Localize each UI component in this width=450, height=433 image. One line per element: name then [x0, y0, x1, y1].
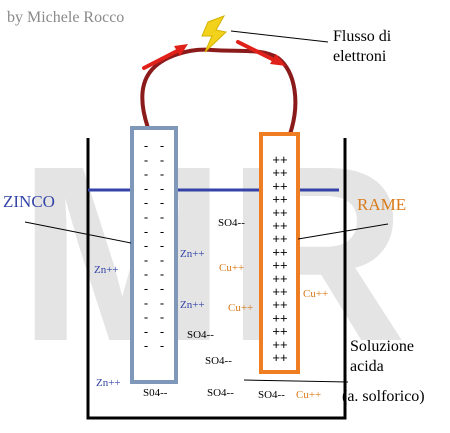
positive-charge-mark: ++	[272, 152, 287, 167]
copper-electrode	[259, 132, 300, 374]
negative-charge-mark: -	[144, 138, 148, 153]
copper-label: RAME	[357, 195, 406, 214]
sulfate-ion: SO4--	[205, 355, 232, 367]
negative-charge-mark: -	[144, 224, 148, 239]
solution-label-line2: acida	[350, 358, 384, 375]
negative-charge-mark: -	[144, 295, 148, 310]
positive-charge-mark: ++	[272, 337, 287, 352]
negative-charge-mark: -	[160, 195, 164, 210]
sulfate-ion: SO4--	[218, 217, 245, 229]
positive-charge-mark: ++	[272, 165, 287, 180]
solution-label-line1: Soluzione	[350, 338, 414, 355]
connecting-wire	[140, 47, 298, 136]
zn-ion: Zn++	[94, 264, 119, 276]
negative-charge-mark: -	[160, 252, 164, 267]
cu-ion: Cu++	[219, 262, 244, 274]
cu-ion: Cu++	[296, 389, 321, 401]
light-bulb-icon	[201, 15, 228, 53]
positive-charge-mark: ++	[272, 258, 287, 273]
positive-charge-mark: ++	[272, 297, 287, 312]
positive-charge-mark: ++	[272, 244, 287, 259]
negative-charge-mark: -	[160, 338, 164, 353]
negative-charge-mark: -	[144, 210, 148, 225]
negative-charge-mark: -	[160, 181, 164, 196]
negative-charge-mark: -	[144, 195, 148, 210]
negative-charge-mark: -	[144, 181, 148, 196]
cu-ion: Cu++	[303, 288, 328, 300]
cu-ion: Cu++	[228, 302, 253, 314]
solution-leader-line	[243, 379, 349, 383]
negative-charge-mark: -	[144, 281, 148, 296]
zinc-leader-line	[24, 221, 132, 244]
copper-leader-line	[297, 223, 389, 240]
negative-charge-mark: -	[160, 224, 164, 239]
zn-ion: Zn++	[180, 299, 205, 311]
negative-charge-mark: -	[160, 210, 164, 225]
electron-flow-label-line1: Flusso di	[333, 28, 392, 45]
electron-flow-label-line2: elettroni	[333, 48, 387, 65]
electron-flow-leader-line	[230, 30, 329, 43]
sulfate-ion: SO4--	[187, 329, 214, 341]
positive-charge-mark: ++	[272, 205, 287, 220]
positive-charge-mark: ++	[272, 324, 287, 339]
negative-charge-mark: -	[160, 238, 164, 253]
solution-label-line3: (a. solforico)	[342, 388, 425, 405]
negative-charge-mark: -	[144, 338, 148, 353]
zn-ion: Zn++	[180, 248, 205, 260]
negative-charge-mark: -	[160, 295, 164, 310]
watermark: MR	[18, 114, 407, 393]
positive-charge-mark: ++	[272, 178, 287, 193]
negative-charge-mark: -	[144, 252, 148, 267]
negative-charge-mark: -	[144, 238, 148, 253]
negative-charge-mark: -	[144, 310, 148, 325]
positive-charge-mark: ++	[272, 218, 287, 233]
negative-charge-mark: -	[160, 138, 164, 153]
negative-charge-mark: -	[160, 267, 164, 282]
negative-charge-mark: -	[144, 152, 148, 167]
zinc-negative-charges: ------------------------------	[144, 138, 164, 353]
positive-charge-mark: ++	[272, 310, 287, 325]
credit-text: by Michele Rocco	[7, 9, 124, 26]
positive-charge-mark: ++	[272, 284, 287, 299]
negative-charge-mark: -	[160, 281, 164, 296]
copper-positive-charges: ++++++++++++++++++++++++++++++++	[272, 152, 287, 365]
positive-charge-mark: ++	[272, 192, 287, 207]
beaker	[86, 138, 347, 420]
zinc-electrode	[130, 126, 178, 384]
negative-charge-mark: -	[160, 152, 164, 167]
positive-charge-mark: ++	[272, 350, 287, 365]
zinc-label: ZINCO	[3, 192, 55, 211]
electron-arrow-right-icon	[236, 40, 286, 66]
negative-charge-mark: -	[160, 310, 164, 325]
zn-ion: Zn++	[96, 377, 121, 389]
positive-charge-mark: ++	[272, 271, 287, 286]
negative-charge-mark: -	[144, 267, 148, 282]
sulfate-ion: SO4--	[258, 389, 285, 401]
negative-charge-mark: -	[160, 167, 164, 182]
sulfate-ion: S04--	[143, 387, 168, 399]
negative-charge-mark: -	[144, 167, 148, 182]
positive-charge-mark: ++	[272, 231, 287, 246]
negative-charge-mark: -	[144, 324, 148, 339]
sulfate-ion: SO4--	[207, 387, 234, 399]
negative-charge-mark: -	[160, 324, 164, 339]
electron-arrow-left-icon	[142, 44, 188, 70]
